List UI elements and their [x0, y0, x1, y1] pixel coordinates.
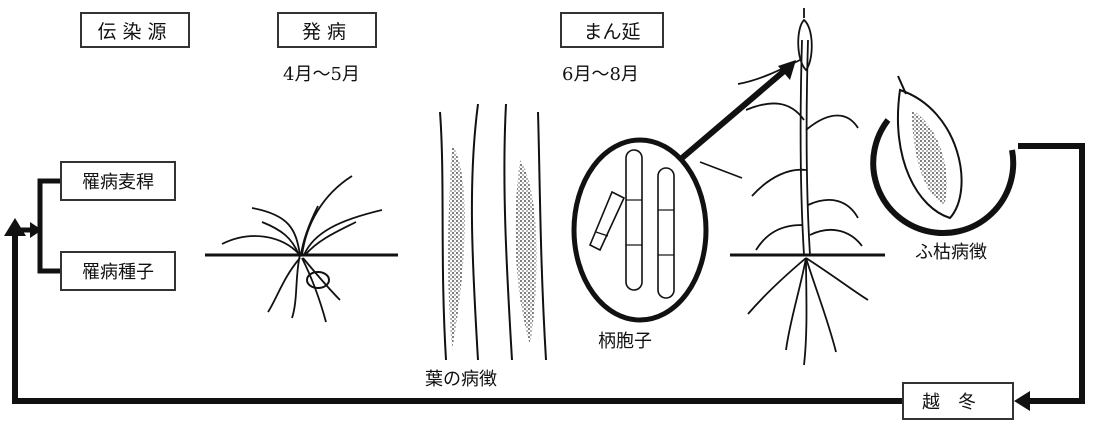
spores-caption: 柄胞子 — [598, 331, 652, 352]
spore-magnification-illustration — [571, 137, 709, 323]
onset-header-box: 発病 — [277, 12, 377, 48]
arrow-into-overwinter — [1014, 391, 1030, 411]
arrow-back-to-sources — [4, 218, 26, 236]
onset-period-label: 4月～5月 — [283, 64, 360, 85]
arrow-into-bracket — [30, 222, 42, 238]
pointer-line — [680, 63, 792, 161]
source-header-box: 伝染源 — [80, 12, 190, 48]
leaf-symptom-caption: 葉の病徴 — [425, 369, 497, 390]
leaf-symptom-illustration — [439, 103, 547, 361]
spread-header-box: まん延 — [560, 12, 664, 48]
source-bracket — [37, 178, 60, 274]
glume-symptom-caption: ふ枯病徴 — [915, 242, 987, 263]
seedling-illustration — [221, 175, 383, 323]
infected-straw-box: 罹病麦稈 — [60, 161, 176, 201]
detail-pointer — [699, 161, 743, 179]
cycle-loop-line — [1018, 143, 1085, 404]
overwinter-box: 越冬 — [902, 382, 1014, 420]
spread-period-label: 6月～8月 — [562, 64, 639, 85]
glume-magnification-illustration — [870, 75, 1017, 237]
return-loop-line — [12, 230, 902, 404]
infected-seed-box: 罹病種子 — [60, 251, 176, 291]
adult-wheat-illustration — [737, 8, 869, 366]
